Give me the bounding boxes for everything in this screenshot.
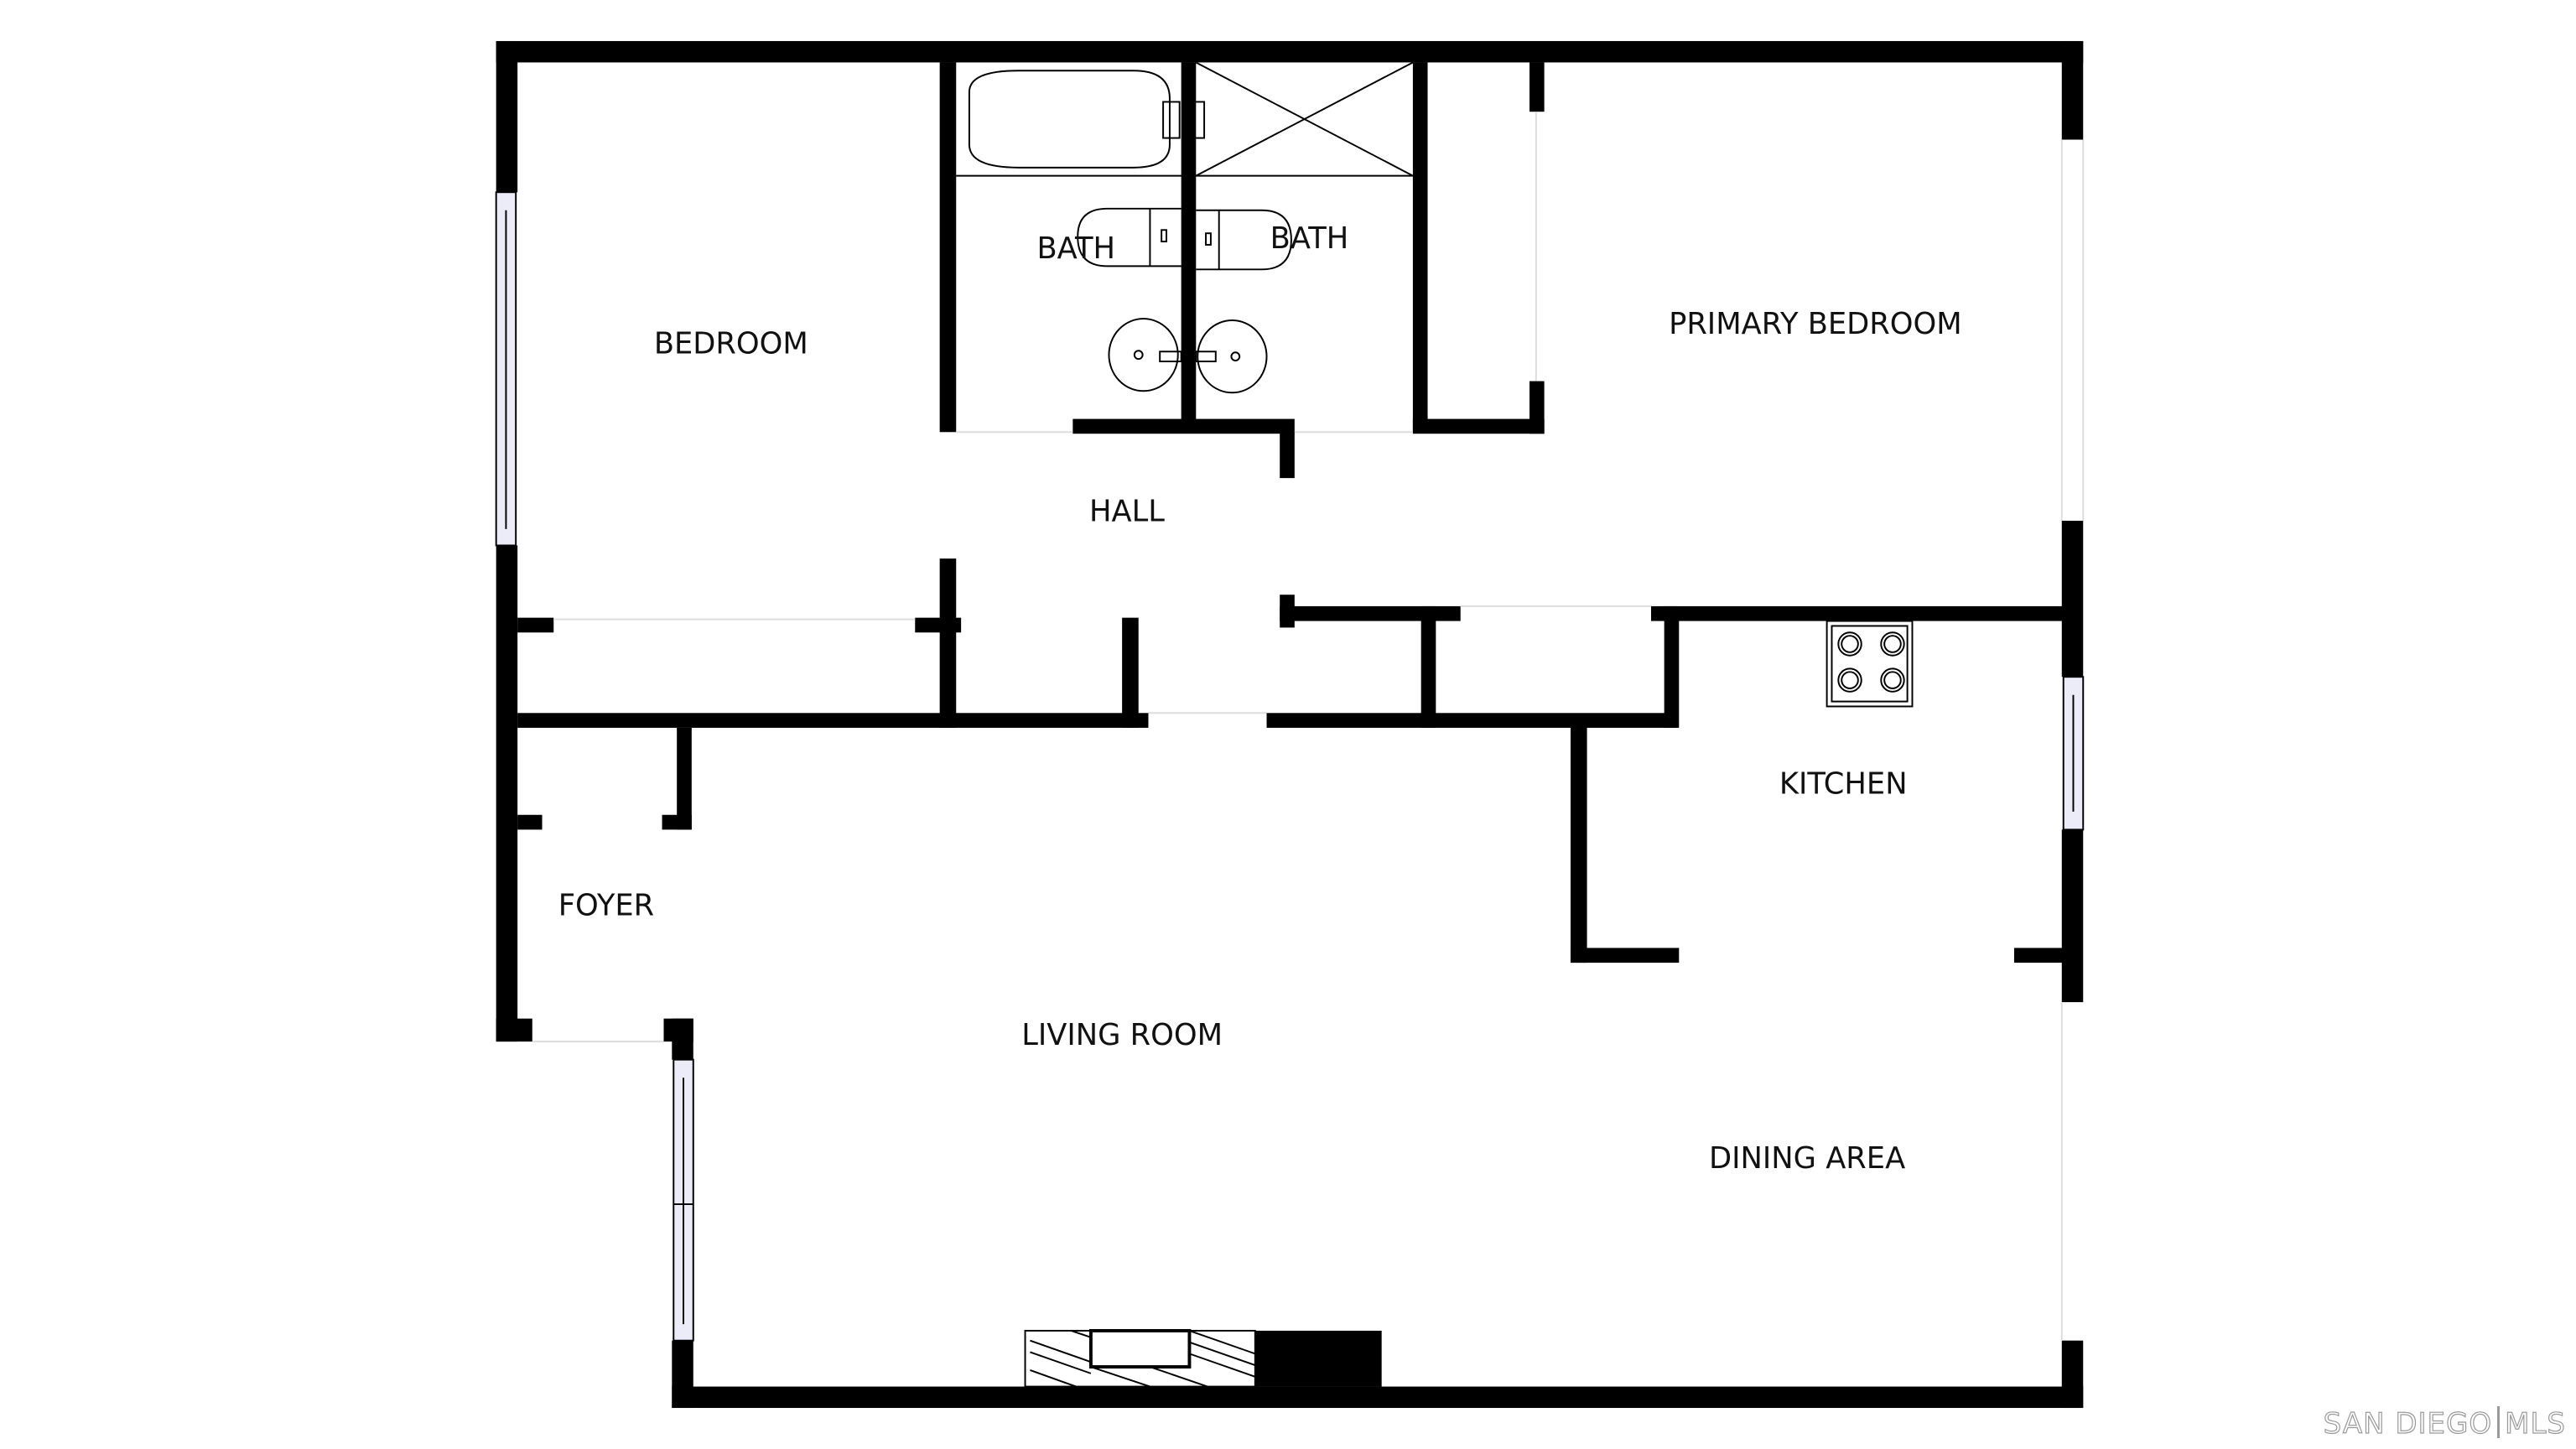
room-label-bath-right: BATH [1270, 221, 1349, 256]
room-label-bath-left: BATH [1036, 231, 1115, 266]
shower-icon [1195, 61, 1414, 177]
room-labels: BEDROOM BATH BATH PRIMARY BEDROOM HALL K… [558, 221, 1962, 1176]
watermark-right: MLS [2505, 1406, 2566, 1441]
bathtub-icon [956, 70, 1413, 177]
room-label-hall: HALL [1089, 494, 1165, 528]
room-label-primary-bedroom: PRIMARY BEDROOM [1669, 307, 1962, 341]
fireplace-icon [1024, 1328, 1256, 1388]
windows [495, 191, 2085, 1342]
openings [532, 112, 2085, 1341]
room-label-kitchen: KITCHEN [1779, 766, 1908, 801]
room-label-dining-area: DINING AREA [1709, 1141, 1905, 1176]
room-label-bedroom: BEDROOM [654, 326, 808, 361]
toilet-icon [1077, 207, 1292, 271]
walls [496, 40, 2084, 1409]
watermark-left: SAN DIEGO [2323, 1406, 2493, 1441]
sink-icon [1108, 318, 1268, 394]
watermark-separator [2497, 1406, 2501, 1438]
stove-icon [1826, 620, 1914, 708]
room-label-foyer: FOYER [558, 888, 654, 922]
mls-watermark: SAN DIEGO MLS [2323, 1406, 2566, 1441]
room-label-living-room: LIVING ROOM [1021, 1018, 1223, 1052]
